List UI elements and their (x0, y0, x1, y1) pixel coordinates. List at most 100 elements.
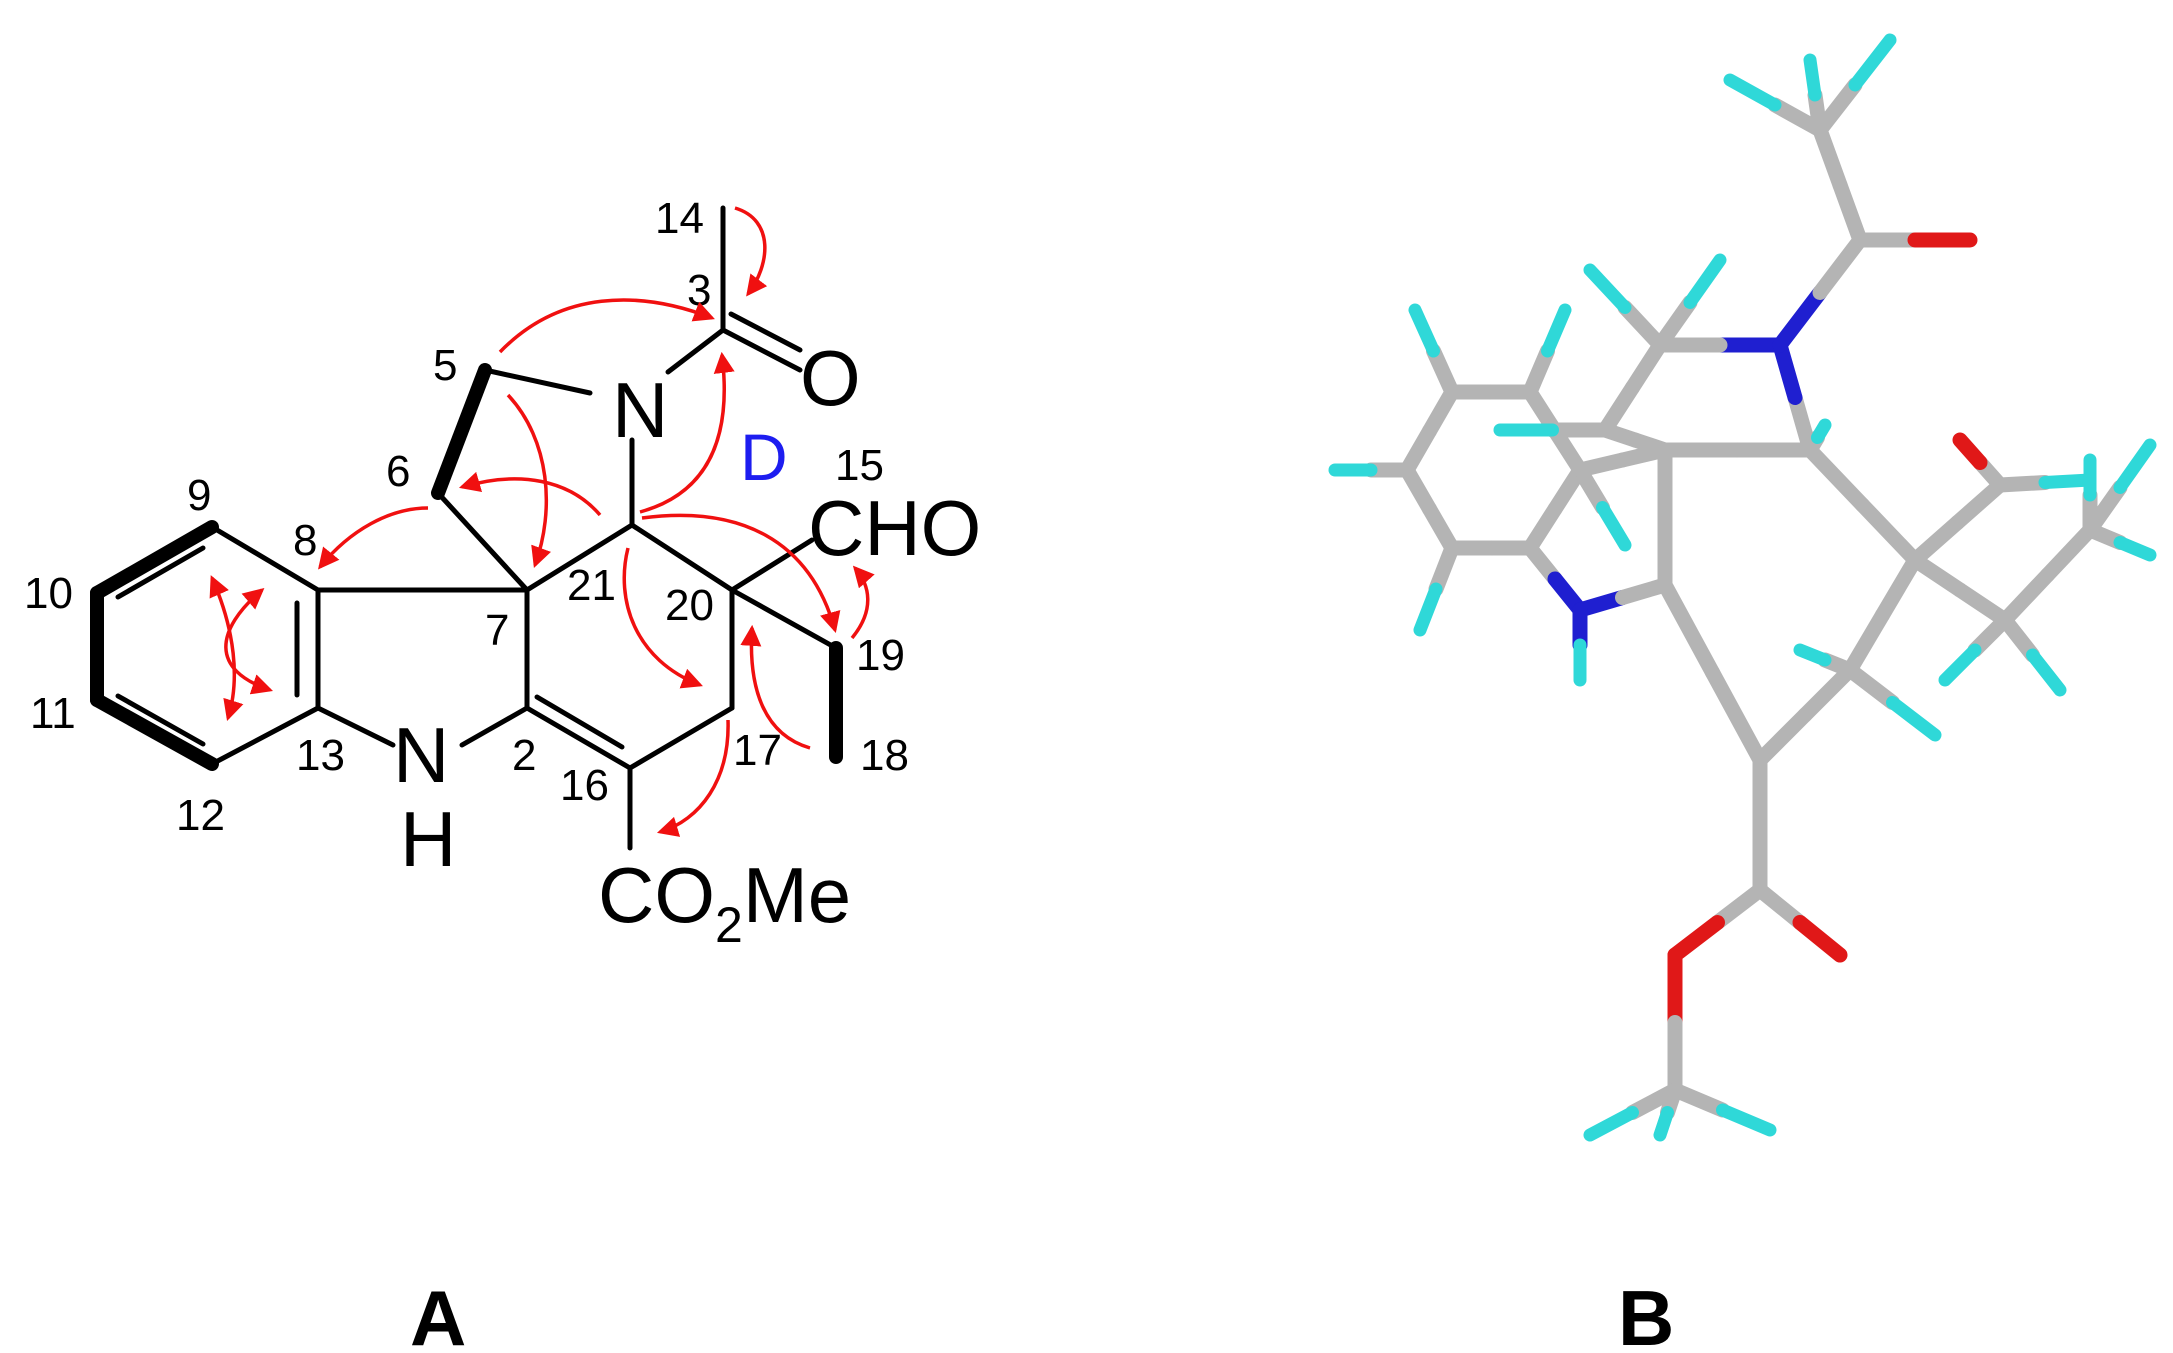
stick-bond-21-0 (1625, 337, 1668, 395)
num-c12: 12 (176, 791, 225, 840)
stick-bond-39-0 (1992, 475, 2053, 493)
stick-bond-49-0 (1710, 882, 1768, 930)
arrow-19-cho (850, 565, 875, 640)
atom-h-indole: H (400, 795, 456, 883)
num-c5: 5 (433, 341, 457, 390)
stick-bond-48-1 (1792, 915, 1848, 963)
stick-bond-40-1 (1952, 582, 2013, 628)
arrow-5-3 (498, 298, 715, 354)
bond-inner-9-10 (115, 545, 206, 600)
stick-bond-35-1 (1793, 643, 1832, 667)
arrow-benz-2 (224, 587, 273, 695)
stick-bond-39-1 (2038, 473, 2097, 489)
stick-bond-36-0 (1842, 662, 1900, 710)
num-c17: 17 (733, 726, 782, 775)
stick-bond-41-0 (1997, 567, 2055, 628)
num-c18: 18 (860, 731, 909, 780)
stick-bond-33-1 (1752, 707, 1813, 768)
bond-7-21 (524, 522, 635, 593)
panel-label-b: B (1618, 1274, 1674, 1353)
ring-label-d: D (740, 420, 788, 494)
num-c19: 19 (856, 631, 905, 680)
stick-bond-37-1 (1950, 477, 2008, 530)
bond-20-19 (729, 587, 839, 651)
bond-21-20 (629, 522, 735, 593)
num-c3: 3 (687, 266, 711, 315)
arrow-21-6 (458, 471, 602, 517)
stick-bond-31-1 (1855, 497, 1923, 568)
stick-bond-28-1 (1723, 73, 1782, 112)
stick-bond-5-1 (1422, 384, 1460, 439)
atom-cho: CHO (808, 484, 981, 572)
bond-inner-11-12 (115, 693, 206, 747)
bond-17-16 (627, 705, 735, 771)
stick-bond-7-0 (1522, 343, 1555, 400)
num-c16: 16 (560, 761, 609, 810)
bond-16-2-double (534, 694, 625, 750)
stick-bond-25-1 (1812, 232, 1868, 300)
num-c6: 6 (386, 447, 410, 496)
num-c8: 8 (293, 516, 317, 565)
stick-bond-21-1 (1597, 380, 1640, 438)
bond-N-2 (459, 705, 530, 748)
stick-bond-2-1 (1522, 501, 1563, 556)
num-c14: 14 (655, 194, 704, 243)
atom-o-ketone: O (800, 334, 861, 422)
arrow-17-16 (656, 719, 730, 837)
stick-bond-37-0 (1907, 515, 1965, 568)
stick-bond-49-1 (1667, 915, 1725, 963)
stick-bond-41-1 (2040, 522, 2098, 583)
stick-bond-24-1 (1811, 418, 1832, 444)
arrow-21-3 (639, 351, 735, 514)
stick-bond-30-1 (1803, 53, 1822, 102)
arrow-14-3 (734, 206, 768, 297)
atom-n-ring: N (612, 366, 668, 454)
bond-16-2 (524, 705, 633, 771)
stick-bond-19-1 (1772, 337, 1803, 405)
num-c9: 9 (187, 471, 211, 520)
bond-9-8 (209, 524, 321, 593)
stick-bond-45-1 (2113, 536, 2157, 562)
arrow-benz-1 (209, 575, 244, 722)
arrow-21-19 (641, 513, 841, 634)
stick-bond-10-1 (1596, 501, 1632, 552)
bond-5-6 (431, 363, 492, 500)
bond-3-O-double (728, 311, 803, 353)
stick-bond-52-0 (1667, 1082, 1730, 1118)
stick-bond-53-1 (1653, 1106, 1674, 1142)
bond-5-N (482, 367, 593, 396)
panel-label-a: A (410, 1274, 466, 1353)
stick-bond-52-1 (1716, 1103, 1777, 1137)
stick-bond-23-0 (1652, 295, 1698, 353)
molecule-3d-b (1328, 33, 2157, 1142)
arrow-18-20 (740, 624, 811, 750)
arrow-6-8 (318, 506, 429, 570)
atom-ester: CO2Me (598, 851, 851, 953)
num-c10: 10 (24, 569, 73, 618)
stick-bond-9-1 (1413, 582, 1443, 637)
stick-bond-9-0 (1428, 540, 1460, 597)
bond-3-O (720, 327, 803, 373)
stick-bond-4-0 (1422, 501, 1460, 556)
stick-bond-6-1 (1408, 303, 1440, 358)
stick-bond-15-1 (1572, 452, 1630, 478)
stick-bond-43-0 (1967, 612, 2013, 658)
stick-bond-38-1 (1952, 432, 1988, 470)
stick-bond-34-0 (1705, 665, 1768, 768)
stick-bond-36-1 (1886, 696, 1942, 742)
num-c15: 15 (835, 441, 884, 490)
arrow-5-7 (506, 393, 551, 568)
bond-13-12 (209, 705, 321, 767)
stick-bond-23-1 (1683, 253, 1727, 309)
hmbc-arrows (209, 206, 875, 837)
stick-bond-34-1 (1657, 577, 1720, 680)
stick-bond-32-1 (1842, 607, 1890, 678)
bond-13-N (315, 705, 396, 748)
num-c7: 7 (485, 606, 509, 655)
stick-bond-51-1 (1583, 1106, 1639, 1142)
bond-6-7 (435, 490, 530, 593)
stick-bond-27-0 (1832, 177, 1868, 248)
stick-bond-5-0 (1399, 423, 1437, 478)
stick-bond-27-1 (1812, 122, 1848, 193)
stick-bond-22-0 (1617, 300, 1668, 353)
